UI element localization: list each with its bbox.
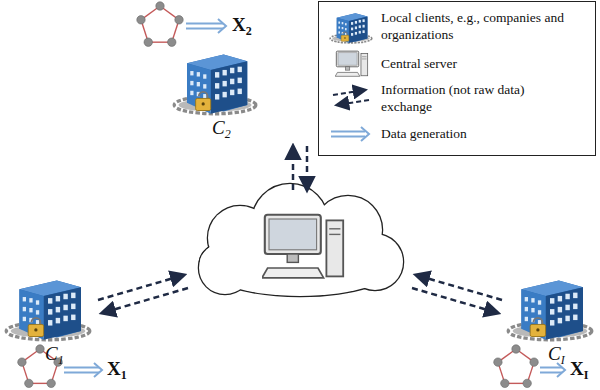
client-building: CI <box>506 274 594 342</box>
legend-sample <box>327 47 375 81</box>
client-building: C1 <box>4 274 92 342</box>
legend-text: Local clients, e.g., companies and organ… <box>381 10 577 44</box>
legend-text: Central server <box>381 56 577 73</box>
cloud <box>199 184 403 296</box>
legend-row: Central server <box>319 47 595 81</box>
graph-icon <box>137 2 183 47</box>
client-index: 2 <box>225 127 231 141</box>
graph-vertex <box>137 16 145 24</box>
exchange-arrows <box>98 146 502 313</box>
data-matrix-label: XI <box>570 359 588 381</box>
legend-box: Local clients, e.g., companies and organ… <box>318 1 596 156</box>
graph-vertex <box>530 358 538 366</box>
graph-icon <box>494 345 539 388</box>
matrix-symbol: X <box>107 358 121 379</box>
matrix-symbol: X <box>232 14 246 35</box>
client-label: C2 <box>212 118 231 140</box>
client-label: CI <box>548 344 565 366</box>
building-icon <box>172 48 258 116</box>
legend-row: Data generation <box>319 117 595 151</box>
graph-vertex <box>512 345 520 353</box>
data-generation-arrow <box>186 19 226 33</box>
matrix-index: 2 <box>246 24 252 38</box>
building-icon <box>4 274 92 342</box>
legend-text: Information (not raw data) exchange <box>381 82 577 116</box>
graph-vertex <box>168 38 176 46</box>
client-symbol: C <box>212 117 225 138</box>
client-index: 1 <box>58 353 64 367</box>
building-icon <box>506 274 594 342</box>
graph-vertex <box>144 38 152 46</box>
legend-text: Data generation <box>381 126 577 143</box>
graph-vertex <box>501 379 509 387</box>
legend-sample <box>327 117 375 151</box>
legend-sample <box>327 82 375 116</box>
client-label: C1 <box>45 344 64 366</box>
data-matrix-label: X2 <box>232 15 252 37</box>
server-icon <box>262 215 343 278</box>
client-symbol: C <box>548 343 561 364</box>
graph-vertex <box>494 358 502 366</box>
graph-vertex <box>36 345 44 353</box>
graph-vertex <box>18 358 26 366</box>
data-matrix-label: X1 <box>107 359 127 381</box>
legend-sample <box>327 10 375 44</box>
client-symbol: C <box>45 343 58 364</box>
client-index: I <box>561 353 565 367</box>
legend-row: Information (not raw data) exchange <box>319 81 595 117</box>
client-building: C2 <box>172 48 258 116</box>
graph-vertex <box>175 16 183 24</box>
legend-row: Local clients, e.g., companies and organ… <box>319 7 595 47</box>
graph-vertex <box>523 379 531 387</box>
graph-vertex <box>25 379 33 387</box>
matrix-index: I <box>584 368 589 382</box>
graph-vertex <box>156 2 164 10</box>
data-generation-arrow <box>64 363 102 377</box>
matrix-index: 1 <box>121 368 127 382</box>
matrix-symbol: X <box>570 358 584 379</box>
graph-vertex <box>47 379 55 387</box>
